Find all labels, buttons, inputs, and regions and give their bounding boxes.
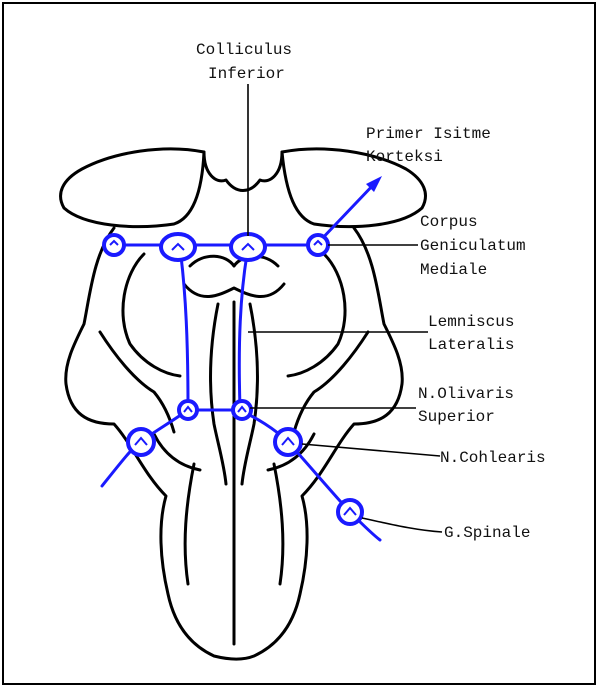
- leader-cochlearis: [302, 444, 440, 456]
- left-inner-ridge: [123, 254, 180, 376]
- nucleus-colliculus-left: [161, 234, 195, 260]
- nucleus-colliculus-right: [231, 234, 265, 260]
- nucleus-corpus-geniculatum-left: [104, 235, 124, 255]
- leader-spinale: [362, 518, 442, 532]
- label-colliculus-line2: Inferior: [208, 65, 285, 83]
- fourth-ventricle-right: [242, 304, 257, 484]
- nucleus-cochlearis-right: [275, 429, 301, 455]
- left-hemisphere-lobe: [61, 149, 204, 227]
- label-corpus-line3: Mediale: [420, 261, 487, 279]
- label-corpus-line1: Corpus: [420, 213, 478, 231]
- label-olivaris-line1: N.Olivaris: [418, 385, 514, 403]
- medulla-right-line: [274, 464, 283, 584]
- nucleus-cochlearis-left: [128, 429, 154, 455]
- diagram-frame: Colliculus Inferior Primer Isitme Kortek…: [2, 2, 596, 685]
- label-spinale: G.Spinale: [444, 524, 530, 542]
- label-lemniscus-line1: Lemniscus: [428, 313, 514, 331]
- right-inner-ridge: [288, 254, 345, 376]
- label-corpus-line2: Geniculatum: [420, 237, 526, 255]
- label-colliculus-line1: Colliculus: [196, 41, 292, 59]
- label-olivaris-line2: Superior: [418, 408, 495, 426]
- left-cerebellar-peduncle: [100, 332, 174, 432]
- label-primer-line1: Primer Isitme: [366, 125, 491, 143]
- superior-colliculi: [190, 256, 278, 266]
- midline-notch: [204, 152, 282, 191]
- label-cochlearis: N.Cohlearis: [440, 449, 546, 467]
- medulla-left-line: [185, 464, 194, 584]
- label-primer-line2: Korteksi: [366, 148, 443, 166]
- ganglion-spinale: [338, 500, 362, 524]
- fourth-ventricle-left: [211, 304, 226, 484]
- lemniscus-right: [239, 248, 248, 408]
- nucleus-olivaris-left: [179, 401, 197, 419]
- nucleus-olivaris-right: [233, 401, 251, 419]
- spiral-ganglion-tract: [288, 442, 380, 540]
- nucleus-corpus-geniculatum-right: [308, 235, 328, 255]
- auditory-pathway-diagram: Colliculus Inferior Primer Isitme Kortek…: [4, 4, 594, 683]
- inferior-colliculi-contour: [184, 284, 284, 297]
- lemniscus-left: [180, 248, 188, 408]
- right-cerebellar-peduncle: [294, 332, 368, 432]
- label-lemniscus-line2: Lateralis: [428, 336, 514, 354]
